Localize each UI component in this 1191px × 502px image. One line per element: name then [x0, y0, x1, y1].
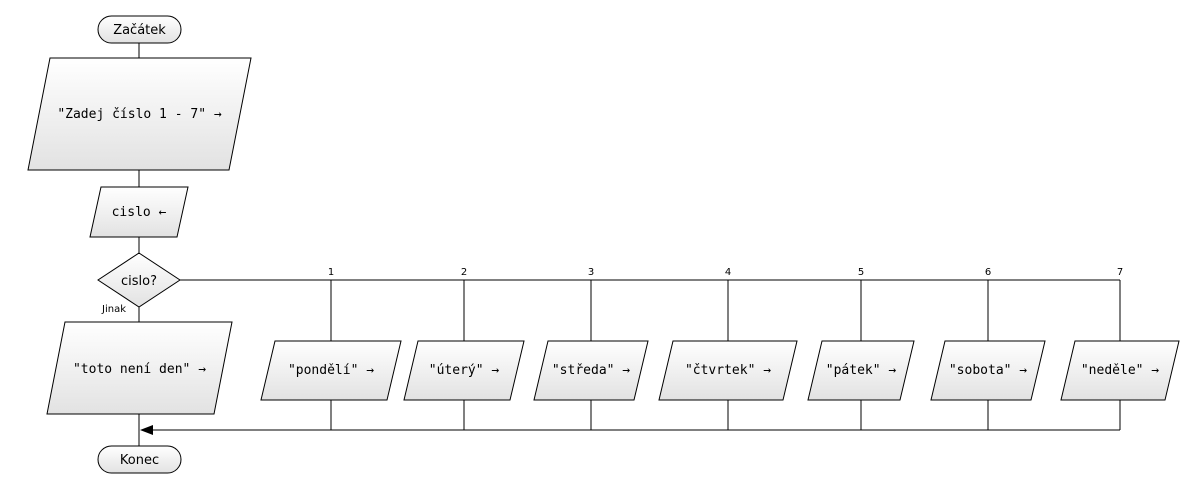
prompt-output: "Zadej číslo 1 - 7" →	[27, 57, 252, 171]
case-branch: 4 "čtvrtek" →	[658, 267, 798, 430]
case-value-label: 2	[461, 267, 467, 278]
case-output-shape	[658, 340, 798, 401]
case-output-label: "neděle" →	[1081, 363, 1159, 378]
case-output-shape	[807, 340, 915, 401]
case-value-label: 1	[328, 267, 334, 278]
case-output-shape	[533, 340, 649, 401]
case-output-label: "sobota" →	[949, 363, 1027, 378]
case-branch: 6 "sobota" →	[930, 267, 1046, 430]
case-output-label: "pondělí" →	[288, 363, 374, 378]
case-output-shape	[930, 340, 1046, 401]
case-output-label: "středa" →	[552, 363, 630, 378]
case-branch: 2 "úterý" →	[403, 267, 525, 430]
case-value-label: 7	[1117, 267, 1123, 278]
case-output-shape	[260, 340, 402, 401]
end-terminal: Konec	[97, 445, 182, 474]
start-terminal: Začátek	[97, 15, 182, 44]
case-value-label: 3	[588, 267, 594, 278]
prompt-label: "Zadej číslo 1 - 7" →	[57, 107, 222, 122]
case-branch: 3 "středa" →	[533, 267, 649, 430]
input-node: cislo ←	[89, 186, 189, 238]
case-output-shape	[1060, 340, 1180, 401]
default-output-label: "toto není den" →	[73, 362, 206, 377]
default-output: "toto není den" →	[46, 321, 233, 415]
start-label: Začátek	[113, 23, 166, 38]
decision-node: cislo?	[97, 252, 181, 308]
case-output-label: "pátek" →	[826, 363, 897, 378]
case-branch: 7 "neděle" →	[1060, 267, 1180, 430]
case-output-label: "úterý" →	[429, 363, 500, 378]
case-output-shape	[403, 340, 525, 401]
case-branch: 5 "pátek" →	[807, 267, 915, 430]
case-branches: 1 "pondělí" → 2 "úterý" → 3 "středa" → 4 "čtvrt…	[260, 267, 1180, 430]
case-branch: 1 "pondělí" →	[260, 267, 402, 430]
input-label: cislo ←	[112, 205, 167, 220]
decision-label: cislo?	[121, 274, 157, 289]
default-branch-label: Jinak	[101, 304, 126, 315]
case-value-label: 4	[725, 267, 731, 278]
case-value-label: 5	[858, 267, 864, 278]
merge-arrowhead	[140, 425, 153, 435]
case-value-label: 6	[985, 267, 991, 278]
end-label: Konec	[120, 453, 159, 468]
case-output-label: "čtvrtek" →	[685, 363, 771, 378]
